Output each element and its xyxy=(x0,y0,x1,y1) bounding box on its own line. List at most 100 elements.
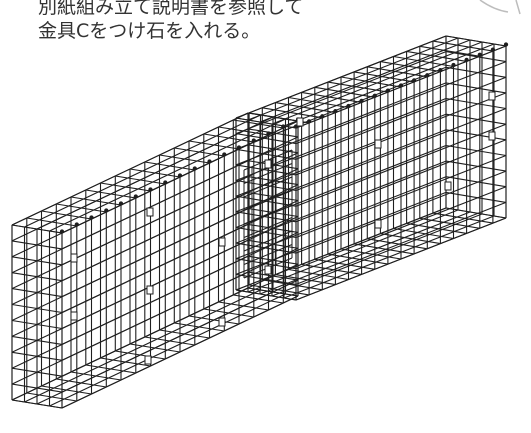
wire-end-knob xyxy=(464,57,469,63)
wire xyxy=(49,118,286,232)
wire-end-knob xyxy=(306,119,312,124)
wire-end-knob xyxy=(333,108,338,114)
wire-end-knob xyxy=(177,173,183,178)
wire xyxy=(11,224,63,234)
wire xyxy=(11,367,63,377)
wire xyxy=(235,211,297,223)
wire xyxy=(243,244,293,265)
wire xyxy=(406,222,467,234)
wire xyxy=(262,107,323,119)
wire-end-knob xyxy=(438,67,443,73)
wire xyxy=(243,217,293,238)
wire xyxy=(259,39,471,123)
wire-end-knob xyxy=(133,194,138,199)
bracket-c xyxy=(144,355,152,365)
bracket-c xyxy=(374,219,382,229)
wire xyxy=(393,55,454,68)
bracket-c xyxy=(264,159,272,169)
wire xyxy=(283,43,495,127)
wire xyxy=(247,37,459,121)
wire xyxy=(445,82,507,94)
instruction-text: 別紙組み立て説明書を参照して 金具Cをつけ石を入れる。 xyxy=(38,0,303,43)
wire xyxy=(354,71,415,83)
bracket-c xyxy=(488,91,496,101)
wire xyxy=(295,76,507,160)
wire xyxy=(367,66,428,78)
wire xyxy=(11,176,249,290)
bracket-c xyxy=(374,139,382,149)
wire xyxy=(11,335,63,345)
wire-end-knob xyxy=(148,187,153,192)
wire-end-knob xyxy=(490,47,496,52)
left-basket xyxy=(11,112,301,409)
wire-end-knob xyxy=(411,78,417,83)
wire-end-knob xyxy=(163,180,168,185)
bracket-c xyxy=(218,317,226,327)
wire xyxy=(11,272,63,282)
wire xyxy=(271,41,483,125)
wire xyxy=(11,288,63,298)
bracket-c-clips xyxy=(70,91,496,365)
wire-end-knob xyxy=(59,229,65,234)
wire xyxy=(288,96,349,109)
wire xyxy=(11,160,249,274)
wire xyxy=(11,240,63,250)
wire xyxy=(247,112,299,122)
wire xyxy=(247,255,299,265)
wire xyxy=(11,271,249,385)
wire xyxy=(445,191,507,203)
wire xyxy=(271,213,483,297)
wire xyxy=(393,227,454,240)
wire xyxy=(243,230,293,252)
wire xyxy=(314,86,375,98)
curved-arrow-icon xyxy=(479,0,521,15)
wire xyxy=(295,217,507,301)
wire xyxy=(61,295,299,409)
bracket-c xyxy=(444,181,452,191)
wire-end-knob xyxy=(281,124,286,129)
wire xyxy=(275,102,336,114)
wire xyxy=(247,207,299,218)
wire xyxy=(247,271,299,281)
wire xyxy=(432,212,493,224)
wire xyxy=(445,51,507,63)
wire-end-knob xyxy=(346,103,351,109)
wire xyxy=(247,223,299,233)
wire-end-knob xyxy=(451,62,456,68)
wire-end-knob xyxy=(74,222,79,227)
wire xyxy=(24,289,261,403)
wire xyxy=(340,76,402,88)
wire xyxy=(327,81,388,93)
wire xyxy=(295,139,507,223)
wire xyxy=(36,116,274,230)
bracket-c xyxy=(146,285,154,295)
wire-end-knob xyxy=(320,114,325,119)
wire-end-knob xyxy=(251,138,256,143)
wire xyxy=(445,144,507,157)
wire xyxy=(247,287,299,297)
wire xyxy=(235,129,447,213)
wire-end-knob xyxy=(192,166,197,171)
wire-end-knob xyxy=(266,131,271,136)
bracket-c xyxy=(70,253,78,263)
wire xyxy=(367,238,428,250)
wire xyxy=(445,97,507,110)
wire xyxy=(11,208,249,321)
wire xyxy=(445,35,507,47)
wire xyxy=(295,170,507,254)
wire xyxy=(354,243,415,255)
wire-end-knob xyxy=(385,88,391,93)
wire xyxy=(301,91,362,103)
wire xyxy=(249,284,310,296)
bracket-c xyxy=(488,131,496,141)
wire xyxy=(445,129,507,141)
wire xyxy=(11,319,63,330)
wire xyxy=(11,256,63,266)
wire xyxy=(235,179,297,192)
wire-end-knob xyxy=(89,215,94,220)
wire-end-knob xyxy=(372,93,377,98)
wire xyxy=(235,113,447,197)
wire-end-knob xyxy=(222,152,227,157)
wire-end-knob xyxy=(477,52,482,57)
